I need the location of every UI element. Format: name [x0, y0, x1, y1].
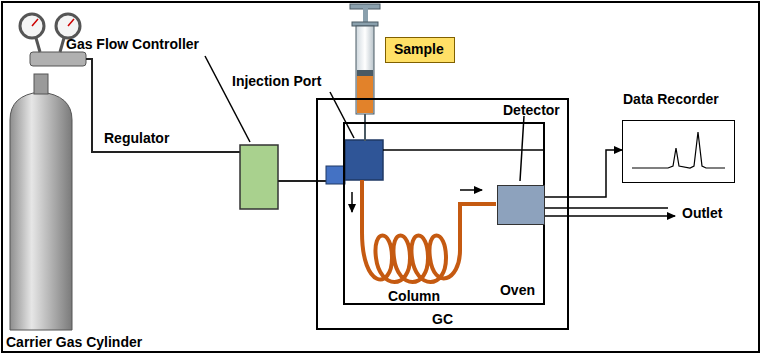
syringe-barrel — [356, 26, 374, 114]
page-frame — [2, 2, 759, 352]
node-label: Oven — [500, 282, 535, 298]
signal-connector — [545, 150, 622, 197]
sample-liquid — [357, 76, 373, 113]
outlet-pipe — [543, 215, 655, 217]
gc-housing: GC Oven Detector — [316, 98, 569, 330]
gauge-stem — [36, 38, 40, 52]
gas-line — [278, 180, 326, 182]
node-label: Sample — [386, 38, 454, 60]
part-label: Gas Flow Controller — [66, 36, 199, 52]
flow-arrow — [460, 189, 482, 191]
sample-tag: Sample — [385, 37, 455, 63]
leader-line — [205, 56, 250, 142]
gas-line — [86, 59, 240, 152]
syringe-needle — [364, 114, 366, 141]
split-line — [383, 149, 543, 151]
regulator-body — [30, 52, 86, 66]
part-label: Carrier Gas Cylinder — [6, 334, 142, 350]
flow-arrow — [351, 192, 353, 212]
cylinder-valve — [34, 74, 48, 94]
injection-port — [345, 140, 383, 180]
gas-cylinder — [10, 92, 72, 330]
gauge-stem — [60, 38, 64, 52]
pressure-gauge — [20, 14, 44, 38]
recorder-box: Data Recorder — [622, 120, 735, 183]
part-label: Column — [388, 288, 440, 304]
detector-box: Detector — [497, 185, 545, 225]
barrel-flange — [352, 22, 378, 26]
part-label: Regulator — [104, 130, 169, 146]
gauge-needle — [32, 19, 38, 26]
node-label: Data Recorder — [623, 91, 719, 107]
part-label: Outlet — [682, 205, 722, 221]
flow-controller — [240, 145, 278, 209]
node-label: GC — [318, 311, 567, 327]
part-label: Injection Port — [232, 73, 321, 89]
chromatogram-trace — [632, 132, 725, 168]
plunger-seal — [357, 70, 373, 76]
pressure-gauge — [56, 14, 80, 38]
node-label: Detector — [503, 102, 560, 118]
column-coil — [362, 180, 496, 282]
gauge-needle — [68, 19, 74, 26]
outlet-pipe — [543, 207, 668, 209]
outlet-arrow — [655, 215, 675, 217]
leader-line — [520, 116, 524, 181]
